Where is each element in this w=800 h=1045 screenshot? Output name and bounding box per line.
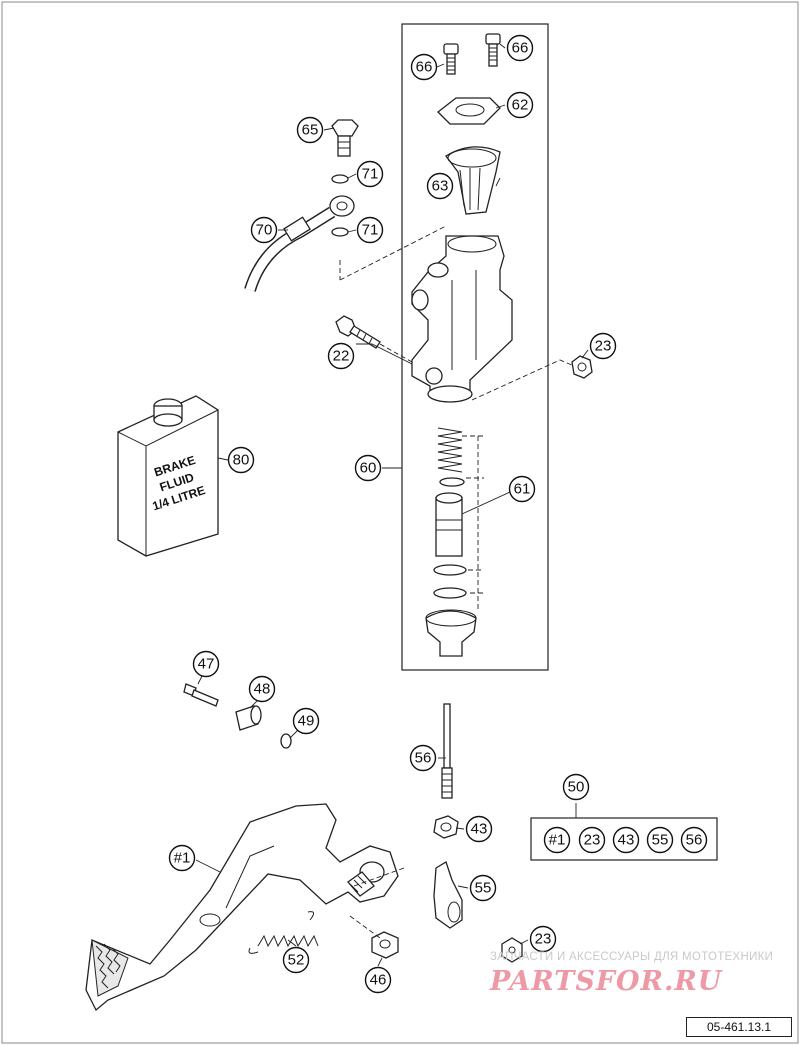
callout-71-top: 71 — [356, 160, 384, 188]
nut-23-bottom — [501, 937, 523, 963]
svg-text:80: 80 — [233, 452, 250, 469]
svg-text:55: 55 — [652, 832, 669, 849]
master-cylinder-body — [411, 235, 513, 403]
svg-text:43: 43 — [618, 832, 635, 849]
kit-item-55: 55 — [646, 826, 674, 854]
brake-pedal — [85, 803, 399, 1012]
svg-text:43: 43 — [471, 821, 488, 838]
svg-text:71: 71 — [362, 166, 379, 183]
callout-50: 50 — [562, 773, 590, 801]
svg-text:#1: #1 — [174, 850, 191, 867]
callout-66-left: 66 — [410, 53, 438, 81]
piston-spring — [437, 427, 463, 473]
screw-66-right — [485, 33, 501, 67]
brake-hose-70 — [244, 195, 355, 292]
seal-ring-middle — [433, 564, 467, 576]
svg-text:71: 71 — [362, 222, 379, 239]
kit-item-43: 43 — [612, 826, 640, 854]
callout-80: 80 — [227, 446, 255, 474]
svg-text:50: 50 — [568, 779, 585, 796]
seal-ring-lower — [433, 587, 467, 599]
svg-text:22: 22 — [333, 348, 350, 365]
svg-text:55: 55 — [475, 880, 492, 897]
svg-text:49: 49 — [298, 713, 315, 730]
reference-number: 05-461.13.1 — [686, 1017, 792, 1037]
callout-22: 22 — [327, 342, 355, 370]
callout-43: 43 — [465, 815, 493, 843]
pushrod-56 — [441, 703, 453, 799]
nut-23-top — [571, 355, 593, 379]
reservoir-cap-62 — [437, 97, 501, 125]
callout-66-right: 66 — [506, 34, 534, 62]
callout-71-bottom: 71 — [356, 216, 384, 244]
callout-55: 55 — [469, 874, 497, 902]
callout-61: 61 — [508, 475, 536, 503]
kit-item-pedal: #1 — [543, 826, 571, 854]
svg-text:56: 56 — [686, 832, 703, 849]
svg-text:23: 23 — [535, 931, 552, 948]
callout-23-top: 23 — [589, 332, 617, 360]
nut-43 — [433, 815, 459, 839]
svg-text:66: 66 — [416, 59, 433, 76]
watermark-tagline: ЗАПЧАСТИ И АКСЕССУАРЫ ДЛЯ МОТОТЕХНИКИ — [490, 951, 774, 963]
svg-text:70: 70 — [256, 222, 273, 239]
piston-61 — [435, 492, 463, 557]
svg-text:66: 66 — [512, 40, 529, 57]
clevis-55 — [433, 861, 463, 929]
dust-boot — [425, 609, 477, 657]
svg-text:61: 61 — [514, 481, 531, 498]
master-cylinder-group-box — [401, 23, 549, 671]
callout-62: 62 — [506, 91, 534, 119]
callout-pedal-1: #1 — [168, 844, 196, 872]
bolt-22 — [335, 315, 381, 349]
callout-23-bottom: 23 — [529, 925, 557, 953]
screw-66-left — [443, 43, 459, 75]
svg-text:48: 48 — [254, 681, 271, 698]
bushing-48 — [235, 705, 262, 731]
screw-47 — [183, 683, 219, 707]
banjo-bolt-65 — [331, 119, 359, 157]
watermark-logo: PARTSFOR.RU — [490, 966, 723, 997]
seal-ring-upper — [439, 477, 465, 487]
callout-65: 65 — [296, 116, 324, 144]
washer-71-bottom — [331, 227, 349, 237]
svg-text:63: 63 — [432, 178, 449, 195]
callout-49: 49 — [292, 707, 320, 735]
callout-47: 47 — [192, 650, 220, 678]
svg-text:62: 62 — [512, 97, 529, 114]
callout-63: 63 — [426, 172, 454, 200]
callout-52: 52 — [282, 946, 310, 974]
svg-text:46: 46 — [370, 972, 387, 989]
svg-text:65: 65 — [302, 122, 319, 139]
return-spring-52 — [248, 911, 319, 954]
washer-49 — [280, 733, 292, 749]
svg-text:56: 56 — [415, 750, 432, 767]
kit-item-23: 23 — [578, 826, 606, 854]
callout-46: 46 — [364, 966, 392, 994]
svg-text:23: 23 — [584, 832, 601, 849]
washer-71-top — [331, 174, 349, 184]
svg-text:23: 23 — [595, 338, 612, 355]
svg-text:52: 52 — [288, 952, 305, 969]
diaphragm-63 — [445, 146, 501, 215]
callout-56: 56 — [409, 744, 437, 772]
svg-text:47: 47 — [198, 656, 215, 673]
svg-text:#1: #1 — [549, 832, 566, 849]
callout-48: 48 — [248, 675, 276, 703]
svg-text:60: 60 — [360, 460, 377, 477]
kit-item-56: 56 — [680, 826, 708, 854]
nut-46 — [371, 931, 399, 959]
callout-60: 60 — [354, 454, 382, 482]
kit-50-box — [530, 817, 718, 861]
callout-70: 70 — [250, 216, 278, 244]
brake-fluid-bottle-80 — [117, 395, 219, 557]
